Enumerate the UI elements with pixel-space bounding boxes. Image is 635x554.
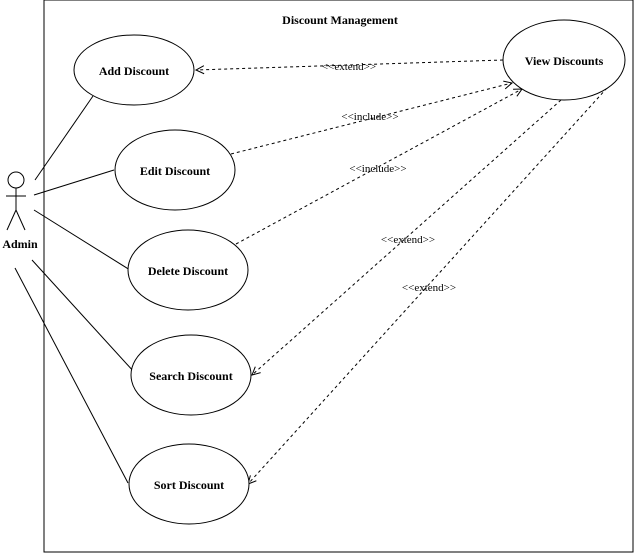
association-edit <box>33 169 115 196</box>
system-title: Discount Management <box>282 13 398 27</box>
actor-label: Admin <box>2 237 38 251</box>
use-case-add[interactable]: Add Discount <box>73 34 195 106</box>
association-search <box>31 259 136 374</box>
actor-admin <box>6 171 26 231</box>
use-case-add-label: Add Discount <box>99 64 169 78</box>
relation-delete-include-line <box>235 89 522 245</box>
relation-edit-include-line <box>230 83 512 155</box>
use-case-search-ellipse <box>130 334 252 416</box>
relation-delete-include-label: <<include>> <box>349 163 406 175</box>
association-delete <box>33 209 131 271</box>
actor-left-leg <box>6 209 17 231</box>
use-case-view-ellipse <box>502 19 626 101</box>
use-case-delete[interactable]: Delete Discount <box>127 229 249 311</box>
actor-right-leg <box>15 209 26 231</box>
use-case-edit-label: Edit Discount <box>140 164 210 178</box>
use-case-view-label: View Discounts <box>525 54 604 68</box>
use-case-sort-label: Sort Discount <box>154 478 224 492</box>
relation-sort-extend-label: <<extend>> <box>402 282 456 294</box>
use-case-view[interactable]: View Discounts <box>502 19 626 101</box>
use-case-search-label: Search Discount <box>149 369 232 383</box>
use-case-sort-ellipse <box>128 443 250 525</box>
relation-search-extend-line <box>252 99 562 375</box>
use-case-edit-ellipse <box>114 129 236 211</box>
use-case-delete-ellipse <box>127 229 249 311</box>
relation-add-extend-label: <<extend>> <box>322 61 376 73</box>
system-boundary <box>43 0 634 553</box>
use-case-add-ellipse <box>73 34 195 106</box>
association-sort <box>14 267 129 484</box>
use-case-search[interactable]: Search Discount <box>130 334 252 416</box>
use-case-sort[interactable]: Sort Discount <box>128 443 250 525</box>
association-add <box>34 95 94 181</box>
use-case-delete-label: Delete Discount <box>148 264 228 278</box>
actor-head <box>7 171 25 189</box>
use-case-edit[interactable]: Edit Discount <box>114 129 236 211</box>
relation-sort-extend-line <box>248 87 608 484</box>
relation-edit-include-label: <<include>> <box>341 111 398 123</box>
relation-search-extend-label: <<extend>> <box>381 234 435 246</box>
